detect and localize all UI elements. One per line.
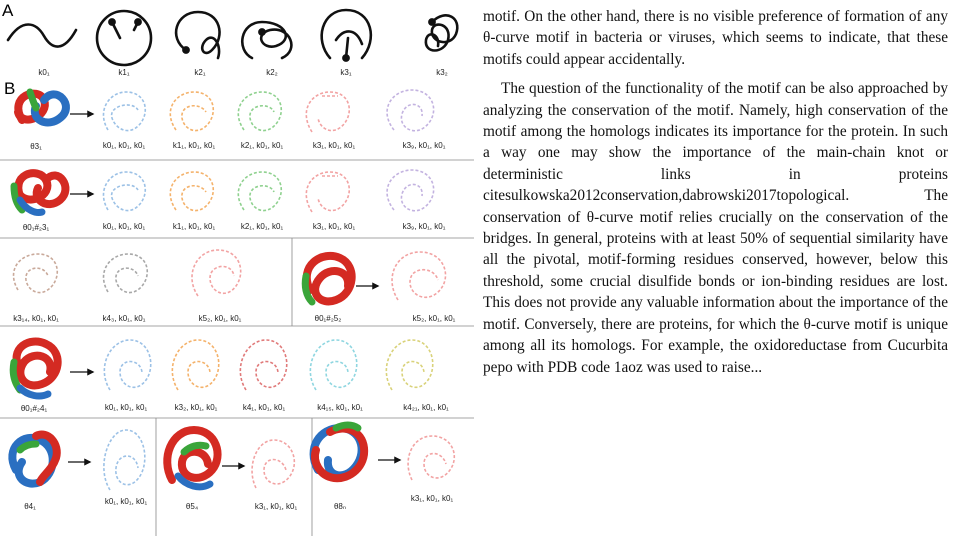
row5-result-1	[103, 429, 146, 491]
row4-knot-3	[239, 339, 288, 391]
row2-label: k0₁, k0₁, k0₁	[102, 222, 146, 231]
row1-label: k0₁, k0₁, k0₁	[102, 141, 146, 150]
row-a-label: k2₂	[266, 68, 278, 77]
knot-k31	[320, 8, 373, 62]
knot-figure-svg	[0, 8, 474, 536]
panel-a-letter: A	[2, 1, 14, 20]
row2-knot-1	[102, 171, 147, 212]
knot-k32	[424, 14, 459, 52]
row5-main-label: θ5₄	[185, 502, 199, 511]
paragraph-2: The question of the functionality of the…	[483, 80, 948, 376]
body-text: motif. On the other hand, there is no vi…	[483, 6, 948, 378]
theta-5-4-model	[163, 425, 222, 491]
row2-knot-3	[237, 171, 283, 212]
row-a-knots	[6, 8, 459, 67]
knot-k21	[174, 10, 221, 60]
knot-k22	[241, 20, 293, 60]
row3-knot-2	[102, 253, 149, 294]
row2-label: k3₁, k0₁, k0₁	[312, 222, 356, 231]
row-a-label: k3₂	[436, 68, 448, 77]
row3-result-label: k5₂, k0₁, k0₁	[412, 314, 456, 323]
row5-main-label: θ8ₙ	[333, 502, 347, 511]
row4-knot-4	[309, 339, 358, 391]
row3-knot-3	[191, 249, 242, 297]
row4-knot-2	[171, 339, 220, 391]
row4-label: k4₁, k0₁, k0₁	[242, 403, 286, 412]
row4-label: k0₁, k0₁, k0₁	[104, 403, 148, 412]
row3-label: k4₃, k0₁, k0₁	[102, 314, 146, 323]
row1-knot-2	[169, 91, 215, 132]
row2	[10, 169, 435, 216]
row4-label: k4₁₅, k0₁, k0₁	[317, 403, 363, 412]
row1-knot-5	[386, 89, 435, 132]
row4-knot-1	[103, 339, 152, 391]
row3-main-label: θ0₁#₂5₂	[314, 314, 342, 323]
row3-label: k5₂, k0₁, k0₁	[198, 314, 242, 323]
row-a-label: k3₁	[340, 68, 352, 77]
row2-knot-5	[386, 169, 435, 212]
row1	[14, 88, 435, 133]
row2-label: k1₁, k0₁, k0₁	[172, 222, 216, 231]
row4-main-label: θ0₁#₂4₁	[20, 404, 48, 413]
row5	[8, 418, 456, 536]
row5-result-2	[251, 439, 296, 489]
row1-knot-1	[102, 91, 147, 132]
paragraph-1: motif. On the other hand, there is no vi…	[483, 8, 948, 68]
theta-0-1-sum-5-2-model	[301, 252, 356, 306]
row-a-label: k2₁	[194, 68, 206, 77]
row3	[12, 238, 447, 326]
row2-label: k3₉, k0₁, k0₁	[402, 222, 446, 231]
row2-label: k2₁, k0₁, k0₁	[240, 222, 284, 231]
row5-main-label: θ4₁	[24, 502, 36, 511]
row1-label: k1₁, k0₁, k0₁	[172, 141, 216, 150]
figure-panel: A B k0₁ k1₁ k2₁ k2₂ k3₁ k3₂ θ3₁ k0₁, k0₁…	[0, 0, 474, 542]
row4-label: k4₂₁, k0₁, k0₁	[403, 403, 449, 412]
knot-k01	[6, 23, 78, 48]
theta-8-n-model	[309, 421, 369, 483]
panel-b-letter: B	[4, 79, 16, 98]
row4-knot-5	[385, 339, 434, 391]
row4-label: k3₂, k0₁, k0₁	[174, 403, 218, 412]
row5-result-label: k3₁, k0₁, k0₁	[410, 494, 454, 503]
row1-label: k2₁, k0₁, k0₁	[240, 141, 284, 150]
row-a-label: k0₁	[38, 68, 50, 77]
knot-k11	[95, 9, 153, 67]
row2-main-label: θ0₁#₂3₁	[22, 223, 50, 232]
row2-knot-2	[169, 171, 215, 212]
row-a-label: k1₁	[118, 68, 130, 77]
theta-3-1-model	[14, 88, 70, 127]
row1-label: k3₉, k0₁, k0₁	[402, 141, 446, 150]
theta-0-1-sum-3-1-model	[10, 169, 70, 216]
row1-knot-3	[237, 91, 283, 132]
row2-knot-4	[305, 171, 351, 213]
theta-4-1-model	[8, 430, 61, 488]
row1-label: k3₁, k0₁, k0₁	[312, 141, 356, 150]
row1-main-label: θ3₁	[30, 142, 42, 151]
row4	[9, 337, 434, 400]
row3-result-knot	[391, 251, 447, 301]
row5-result-label: k3₁, k0₁, k0₁	[254, 502, 298, 511]
row3-label: k3₁₄, k0₁, k0₁	[13, 314, 59, 323]
row1-knot-4	[305, 91, 351, 133]
row5-result-3	[407, 435, 456, 481]
row5-result-label: k0₁, k0₁, k0₁	[104, 497, 148, 506]
row3-knot-1	[12, 253, 59, 294]
theta-0-1-sum-4-1-model	[9, 337, 62, 400]
